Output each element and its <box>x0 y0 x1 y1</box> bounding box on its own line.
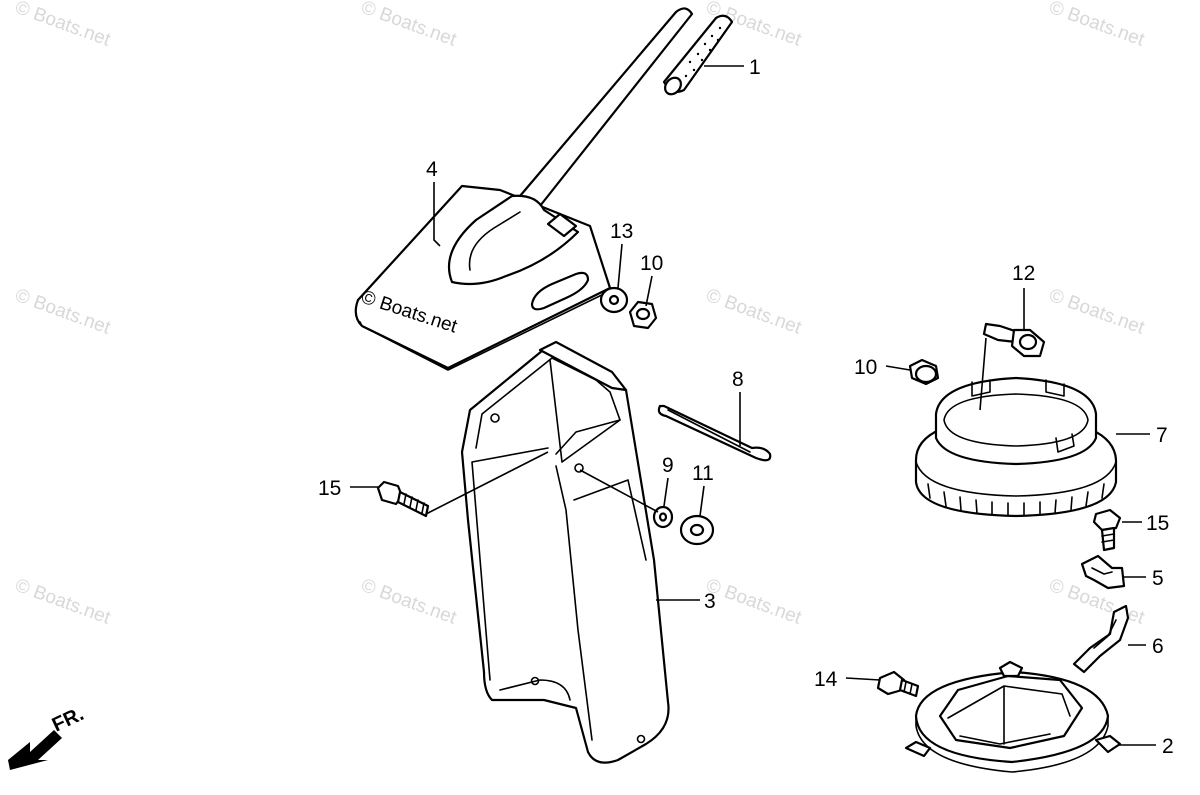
part-9-washer <box>652 505 674 529</box>
watermark: © Boats.net <box>703 285 804 339</box>
leader-lines <box>350 65 1156 746</box>
callout-6: 6 <box>1152 635 1164 658</box>
watermark: © Boats.net <box>1046 575 1147 629</box>
callout-14: 14 <box>814 668 838 691</box>
callout-12: 12 <box>1012 262 1035 285</box>
callout-3: 3 <box>704 590 716 613</box>
callout-10: 10 <box>640 252 663 275</box>
part-1-grip <box>662 14 734 96</box>
watermark: © Boats.net <box>358 575 459 629</box>
part-15-bolt <box>1092 508 1122 552</box>
callout-13: 13 <box>610 220 633 243</box>
part-14-bolt <box>876 670 920 698</box>
watermark: © Boats.net <box>12 285 113 339</box>
callout-10: 10 <box>854 356 877 379</box>
part-6-bracket <box>1072 604 1130 674</box>
callout-5: 5 <box>1152 567 1164 590</box>
callout-8: 8 <box>732 368 744 391</box>
watermark: © Boats.net <box>358 0 459 51</box>
part-5-clip <box>1080 554 1126 590</box>
watermark: © Boats.net <box>1046 285 1147 339</box>
watermark: © Boats.net <box>12 0 113 51</box>
part-10-nut <box>628 300 658 330</box>
callout-2: 2 <box>1162 735 1174 758</box>
part-13-washer <box>599 286 629 314</box>
part-2-base <box>904 660 1122 773</box>
callout-11: 11 <box>692 462 714 485</box>
watermark: © Boats.net <box>703 575 804 629</box>
part-8-rod <box>657 404 772 462</box>
callout-15: 15 <box>318 477 341 500</box>
fr-direction-arrow: FR. <box>8 703 87 770</box>
callout-7: 7 <box>1156 424 1168 447</box>
part-4-lever <box>354 7 694 371</box>
part-7-ring-gear <box>914 376 1118 518</box>
callout-labels: 1 4 13 10 8 9 11 3 15 12 10 7 15 5 6 14 … <box>318 56 1174 758</box>
callout-4: 4 <box>426 158 438 181</box>
part-11-washer <box>679 514 715 546</box>
part-15-bolt <box>376 480 430 518</box>
part-12-bolt <box>982 322 1046 358</box>
watermark: © Boats.net <box>1046 0 1147 51</box>
callout-15: 15 <box>1146 512 1169 535</box>
watermark: © Boats.net <box>12 575 113 629</box>
part-3-cover <box>460 340 670 764</box>
callout-1: 1 <box>749 56 761 79</box>
callout-9: 9 <box>662 454 674 477</box>
part-10-nut <box>908 358 940 386</box>
